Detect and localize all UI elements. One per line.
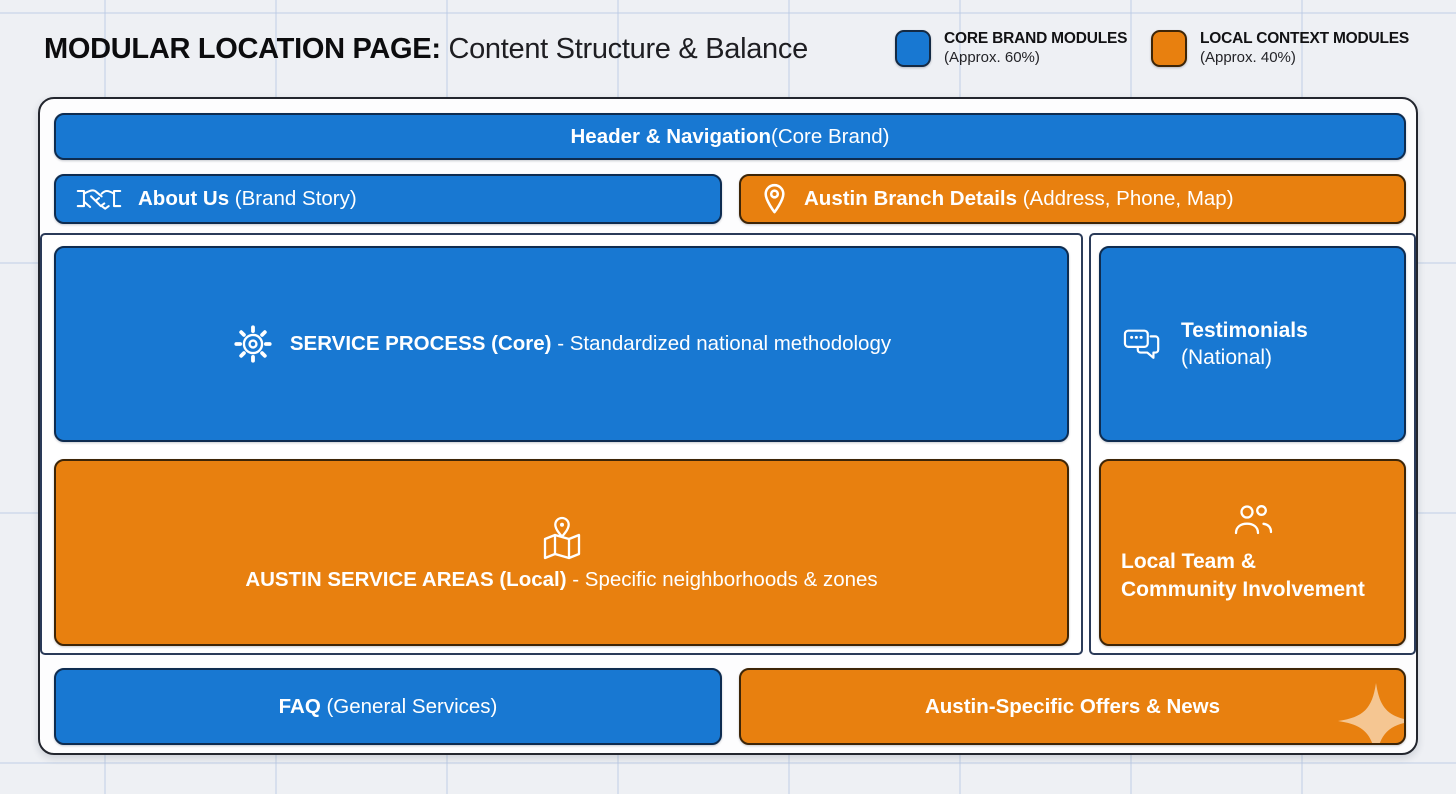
module-service-process-label: SERVICE PROCESS (Core) [289, 332, 552, 355]
module-austin-service-areas: AUSTIN SERVICE AREAS (Local) - Specific … [54, 459, 1069, 646]
module-faq: FAQ (General Services) [54, 668, 722, 745]
watermark-sparkle-icon [1338, 683, 1404, 743]
legend-core-brand: CORE BRAND MODULES (Approx. 60%) [895, 29, 1127, 67]
module-austin-offers: Austin-Specific Offers & News [739, 668, 1406, 745]
legend-local-percent: (Approx. 40%) [1200, 49, 1296, 66]
core-color-swatch [895, 29, 931, 67]
legend-local-context: LOCAL CONTEXT MODULES (Approx. 40%) [1151, 29, 1409, 67]
main-content-panel: SERVICE PROCESS (Core) - Standardized na… [40, 233, 1083, 655]
module-austin-branch-label: Austin Branch Details [804, 187, 1018, 210]
handshake-icon [76, 183, 122, 215]
module-header-navigation: Header & Navigation (Core Brand) [54, 113, 1406, 160]
page-title-bold: MODULAR LOCATION PAGE: [44, 33, 441, 65]
legend-core-label: CORE BRAND MODULES [944, 30, 1128, 47]
map-pin-icon [538, 514, 586, 562]
module-faq-label: FAQ [278, 694, 321, 718]
legend-core-percent: (Approx. 60%) [944, 49, 1040, 66]
module-local-team-line1: Local Team & [1121, 549, 1256, 573]
module-testimonials-label: Testimonials [1181, 319, 1308, 342]
location-pin-icon [761, 183, 788, 216]
module-service-process: SERVICE PROCESS (Core) - Standardized na… [54, 246, 1069, 442]
module-austin-offers-label: Austin-Specific Offers & News [924, 694, 1221, 718]
page-title-subtitle: Content Structure & Balance [448, 33, 808, 65]
page-title: MODULAR LOCATION PAGE: Content Structure… [44, 33, 808, 66]
module-about-us: About Us (Brand Story) [54, 174, 722, 224]
module-austin-service-areas-label: AUSTIN SERVICE AREAS (Local) [245, 567, 567, 591]
side-content-panel: Testimonials (National) Local Team & Com… [1089, 233, 1416, 655]
local-color-swatch [1151, 29, 1187, 67]
module-testimonials: Testimonials (National) [1099, 246, 1406, 442]
gear-icon [232, 323, 274, 365]
chat-bubbles-icon [1121, 325, 1165, 363]
module-about-us-label: About Us [138, 187, 230, 210]
module-austin-branch-details: Austin Branch Details (Address, Phone, M… [739, 174, 1406, 224]
page-structure-board: Header & Navigation (Core Brand) About U… [38, 97, 1418, 755]
legend-local-label: LOCAL CONTEXT MODULES [1200, 30, 1410, 47]
module-local-team: Local Team & Community Involvement [1099, 459, 1406, 646]
people-group-icon [1230, 502, 1276, 538]
module-local-team-line2: Community Involvement [1121, 577, 1365, 601]
module-header-navigation-label: Header & Navigation [570, 124, 772, 148]
